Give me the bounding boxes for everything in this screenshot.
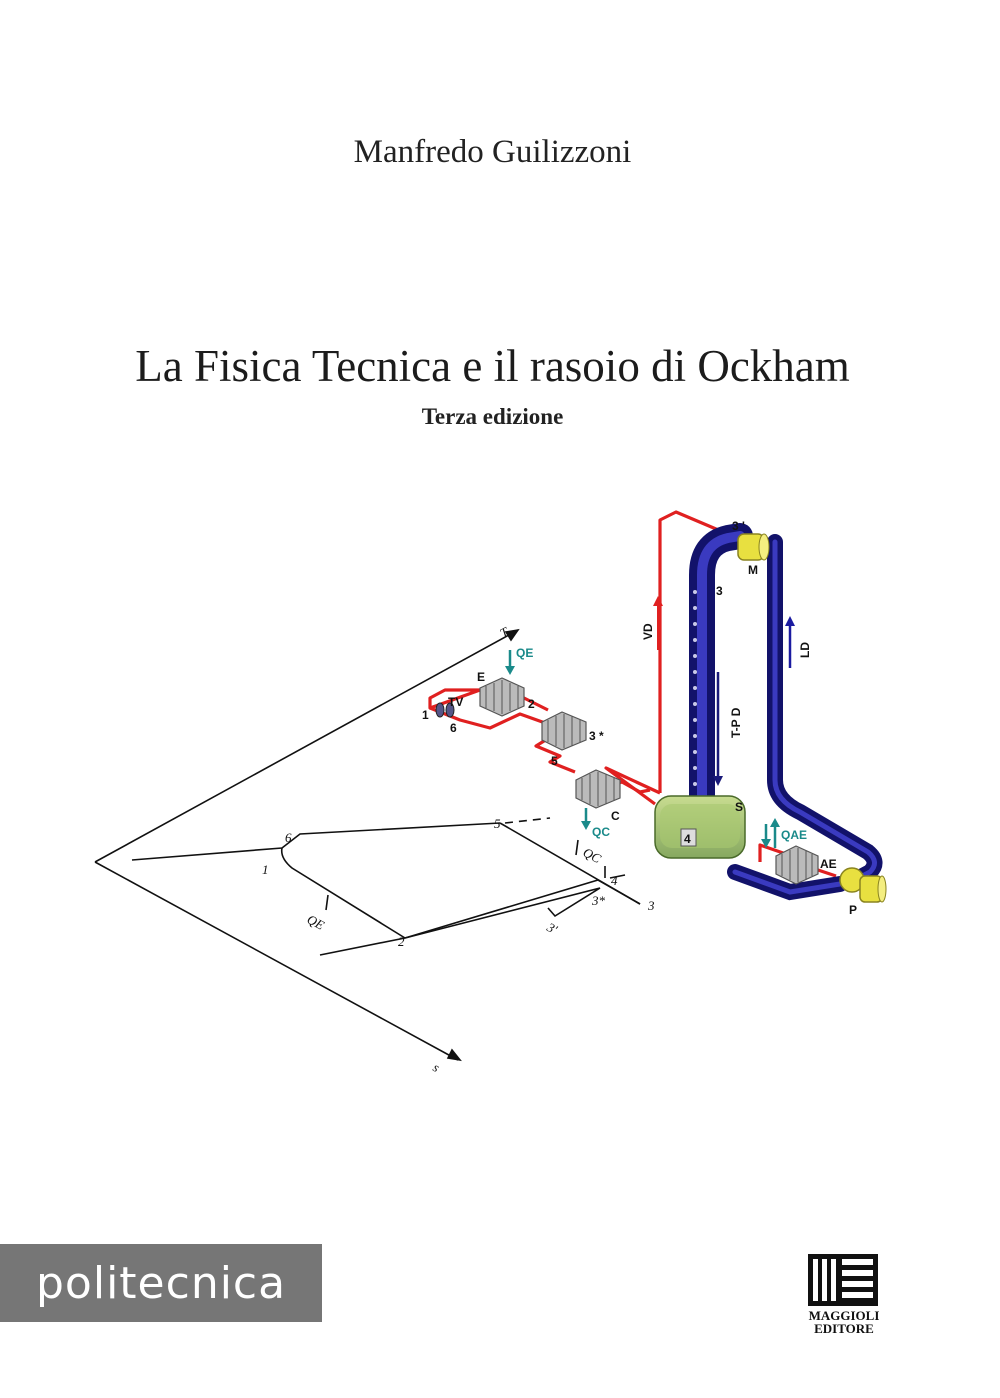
publisher-name-line1: MAGGIOLI (808, 1308, 880, 1323)
publisher-logo: MAGGIOLI EDITORE (808, 1254, 880, 1335)
blue-pipe (689, 523, 883, 901)
diagram-point-4: 4 (611, 873, 618, 888)
cycle-dash (504, 817, 551, 824)
qe-heat-arrow (505, 650, 515, 675)
ts-diagram (94, 628, 641, 1062)
diagram-point-3: 3 (647, 898, 655, 913)
diagram-point-6: 6 (285, 830, 292, 845)
pump-p (839, 867, 887, 903)
diagram-point-3prime: 3' (544, 919, 560, 937)
qc-heat-arrow (581, 808, 591, 830)
plant-label-p: P (849, 903, 857, 917)
plant-label-m: M (748, 563, 758, 577)
exchanger-3star (541, 711, 587, 751)
plant-label-5: 5 (551, 754, 558, 768)
series-band: politecnica (0, 1244, 322, 1322)
condenser-c (575, 769, 621, 809)
axis-s-line (94, 861, 459, 1061)
diagram-point-2: 2 (398, 934, 405, 949)
cycle-condensation (499, 822, 641, 905)
vd-arrow (653, 596, 663, 650)
plant-label-vd: VD (641, 623, 655, 640)
axis-s-label: s (431, 1059, 443, 1075)
cycle-evaporation (280, 847, 406, 939)
cycle-compression (319, 879, 641, 956)
diagram-point-5: 5 (494, 816, 501, 831)
diagram-heat-qe: QE (305, 911, 327, 932)
throttle-valve (435, 702, 455, 718)
axis-s-arrowhead (446, 1048, 462, 1062)
plant-label-s: S (735, 800, 743, 814)
pipe-bubbles (693, 590, 697, 818)
edition-subtitle: Terza edizione (421, 404, 564, 429)
plant-label-4: 4 (684, 832, 691, 846)
plant-label-qc: QC (592, 825, 610, 839)
plant-label-c: C (611, 809, 620, 823)
publisher-name-line2: EDITORE (814, 1321, 874, 1336)
plant-label-3star: 3 * (589, 729, 604, 743)
diagram-point-1: 1 (262, 862, 269, 877)
diagram-point-3star: 3* (591, 893, 606, 908)
publisher-mark-icon (808, 1254, 878, 1306)
tpd-arrow (713, 672, 723, 786)
series-label: politecnica (36, 1257, 287, 1309)
axis-t-arrowhead (504, 628, 520, 642)
mixer-m (737, 533, 770, 561)
cover-illustration: T s 6 5 1 2 4 3* 3 3' QE QC (94, 510, 887, 1075)
qe-arrow (325, 894, 329, 911)
ld-arrow (785, 616, 795, 668)
evaporator-e (479, 677, 525, 717)
plant-schematic (428, 510, 887, 903)
plant-label-ae: AE (820, 857, 837, 871)
plant-label-3prime: 3 ' (732, 519, 745, 533)
plant-label-tpd: T-P D (729, 707, 743, 738)
cycle-superheat (404, 887, 601, 939)
absorber-ae (775, 845, 819, 885)
diagram-heat-qc: QC (581, 844, 604, 866)
axis-t-line (94, 629, 519, 863)
plant-label-6: 6 (450, 721, 457, 735)
author-name: Manfredo Guilizzoni (353, 134, 632, 170)
plant-label-3: 3 (716, 584, 723, 598)
plant-label-tv: TV (448, 695, 463, 709)
qae-heat-arrows (761, 818, 780, 848)
cycle-path (131, 822, 501, 861)
qc-arrow (575, 839, 579, 856)
plant-label-ld: LD (798, 642, 812, 658)
plant-label-2: 2 (528, 697, 535, 711)
plant-label-qae: QAE (781, 828, 807, 842)
plant-label-qe: QE (516, 646, 533, 660)
book-title: La Fisica Tecnica e il rasoio di Ockham (135, 341, 850, 391)
cycle-extension (609, 874, 626, 879)
plant-label-1: 1 (422, 708, 429, 722)
plant-label-e: E (477, 670, 485, 684)
separator-vessel (654, 795, 746, 859)
